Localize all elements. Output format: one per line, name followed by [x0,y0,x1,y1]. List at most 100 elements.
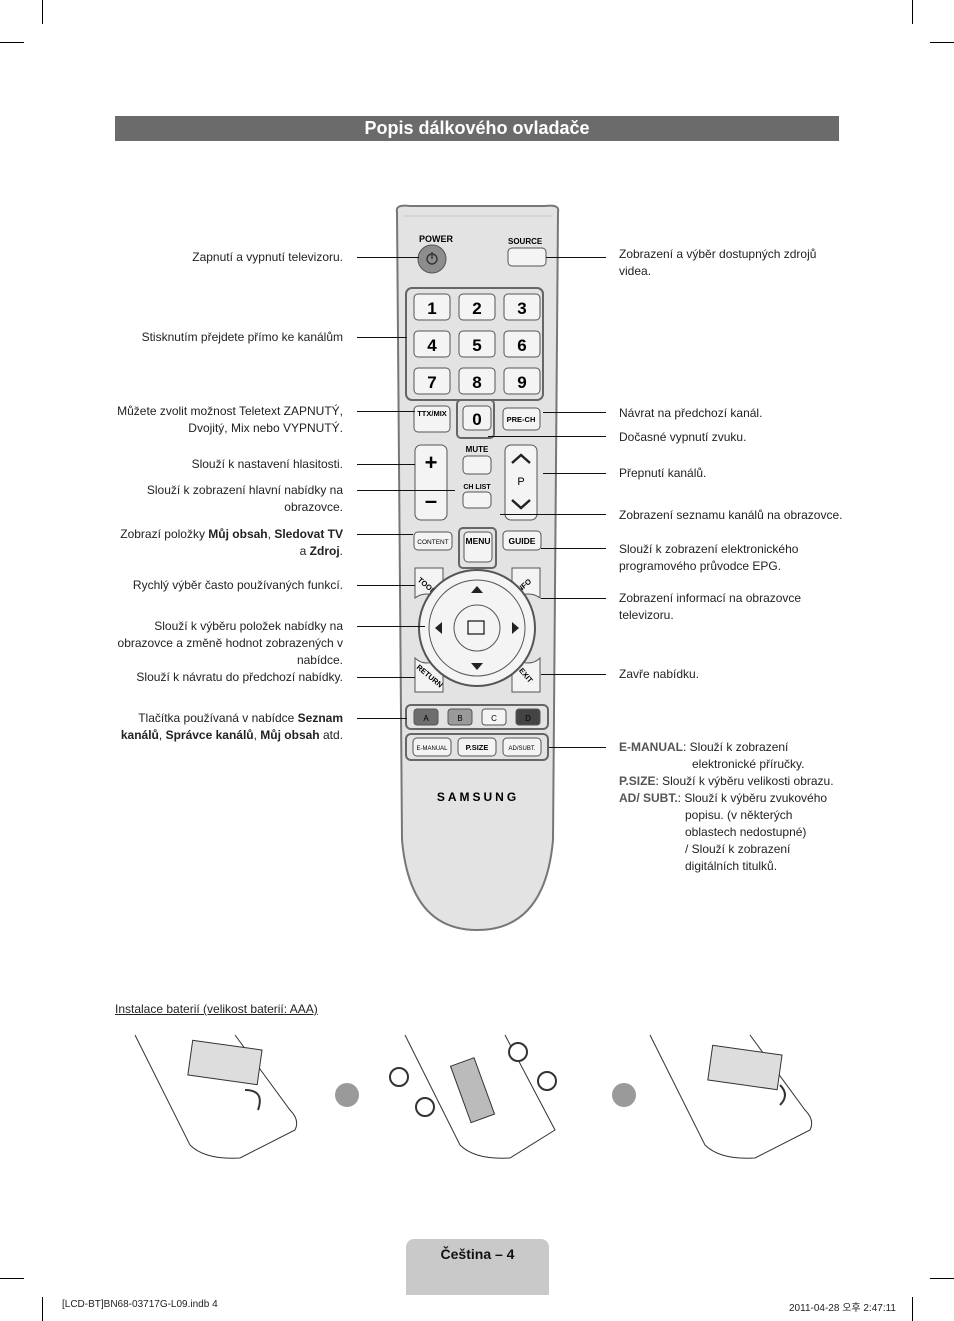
content-button[interactable] [413,531,453,551]
crop-mark [930,1278,954,1279]
adsubt-label: AD/SUBT. [508,746,535,752]
mute-desc: Dočasné vypnutí zvuku. [619,430,747,444]
digit-8-button[interactable] [458,367,496,395]
battery-title: Instalace baterií (velikost baterií: AAA… [115,1002,318,1016]
leader-line [357,718,407,719]
p-size-button[interactable] [457,737,497,757]
brand-logo: SAMSUNG [437,790,519,804]
color-label: A [423,714,429,723]
guide-button[interactable] [502,530,542,551]
color-b-button[interactable] [447,708,473,726]
digit-4-button[interactable] [413,330,451,358]
psize-label: P.SIZE [466,743,489,752]
channel-desc: Přepnutí kanálů. [619,466,707,480]
color-a-button[interactable] [413,708,439,726]
mute-button[interactable] [462,455,492,475]
zero-label: 0 [472,410,481,429]
leader-line [357,626,425,627]
battery-step-3-illustration [649,1034,813,1159]
guide-label: GUIDE [509,536,536,546]
leader-line [357,534,413,535]
page-number-tab [406,1239,549,1295]
crop-mark [42,0,43,24]
crop-mark [0,1278,24,1279]
channels-desc: Stisknutím přejdete přímo ke kanálům [141,330,343,344]
battery-step-1-illustration [134,1034,298,1159]
power-desc: Zapnutí a vypnutí televizoru. [192,250,343,264]
crop-mark [42,1297,43,1321]
ttx-mix-button[interactable] [413,405,451,433]
enter-button[interactable] [453,604,501,652]
source-button[interactable] [507,247,547,267]
page-title: Popis dálkového ovladače [115,116,839,141]
teletext-desc: Můžete zvolit možnost Teletext ZAPNUTÝ, … [117,404,343,435]
crop-mark [912,1297,913,1321]
power-label: POWER [419,234,454,244]
battery-step-2-illustration [389,1034,557,1159]
tools-desc: Rychlý výběr často používaných funkcí. [132,578,343,592]
crop-mark [912,0,913,24]
leader-line [357,337,407,338]
page-number: Čeština – 4 [440,1246,515,1262]
leader-line [357,257,419,258]
digit-7-button[interactable] [413,367,451,395]
leader-line [541,548,606,549]
arrow-right-icon [612,1083,636,1107]
leader-line [357,411,415,412]
nav-desc: Slouží k výběru položek nabídky na obraz… [117,619,343,667]
menu-button[interactable] [463,531,493,563]
color-c-button[interactable] [481,708,507,726]
pre-ch-button[interactable] [502,407,541,431]
digit-2-button[interactable] [458,293,496,321]
channel-p-label: P [517,476,524,488]
digit-label: 7 [427,373,436,392]
guide-desc: Slouží k zobrazení elektronického progra… [619,542,799,573]
digit-3-button[interactable] [503,293,541,321]
color-label: B [457,714,462,723]
chlist-label: CH LIST [463,484,491,491]
color-label: C [491,714,497,723]
digit-label: 4 [427,336,437,355]
volume-rocker[interactable] [414,444,448,521]
menu-label: MENU [465,536,490,546]
source-desc: Zobrazení a výběr dostupných zdrojů vide… [619,247,817,278]
volume-desc: Slouží k nastavení hlasitosti. [191,457,343,471]
info-desc: Zobrazení informací na obrazovce televiz… [619,591,802,622]
ch-list-button[interactable] [462,491,492,509]
leader-line [357,677,415,678]
return-desc: Slouží k návratu do předchozí nabídky. [136,670,343,684]
digit-1-button[interactable] [413,293,451,321]
chlist-desc: Zobrazení seznamu kanálů na obrazovce. [619,508,843,522]
svg-text:–: – [425,488,437,513]
crop-mark [0,42,24,43]
leader-line [541,598,606,599]
color-d-button[interactable] [515,708,541,726]
crop-mark [930,42,954,43]
leader-line [500,514,606,515]
digit-label: 1 [427,299,436,318]
digit-label: 5 [472,336,481,355]
digit-6-button[interactable] [503,330,541,358]
menu-desc: Slouží k zobrazení hlavní nabídky na obr… [146,483,343,514]
digit-5-button[interactable] [458,330,496,358]
e-manual-button[interactable] [412,737,452,757]
exit-desc: Zavře nabídku. [619,667,700,681]
leader-line [549,747,606,748]
ad-subt-button[interactable] [502,737,542,757]
ttx-label: TTX/MIX [417,409,447,418]
bottom-buttons-desc: E-MANUAL: Slouží k zobrazení elektronick… [619,740,834,873]
zero-button[interactable] [462,405,492,431]
svg-text:+: + [425,450,438,475]
prech-label: PRE-CH [507,415,536,424]
print-date: 2011-04-28 오후 2:47:11 [789,1303,896,1314]
digit-9-button[interactable] [503,367,541,395]
digit-label: 9 [517,373,526,392]
leader-line [543,412,606,413]
prech-desc: Návrat na předchozí kanál. [619,406,763,420]
digit-label: 8 [472,373,481,392]
digit-label: 3 [517,299,526,318]
color-label: D [525,714,531,723]
digit-label: 2 [472,299,481,318]
leader-line [357,464,415,465]
